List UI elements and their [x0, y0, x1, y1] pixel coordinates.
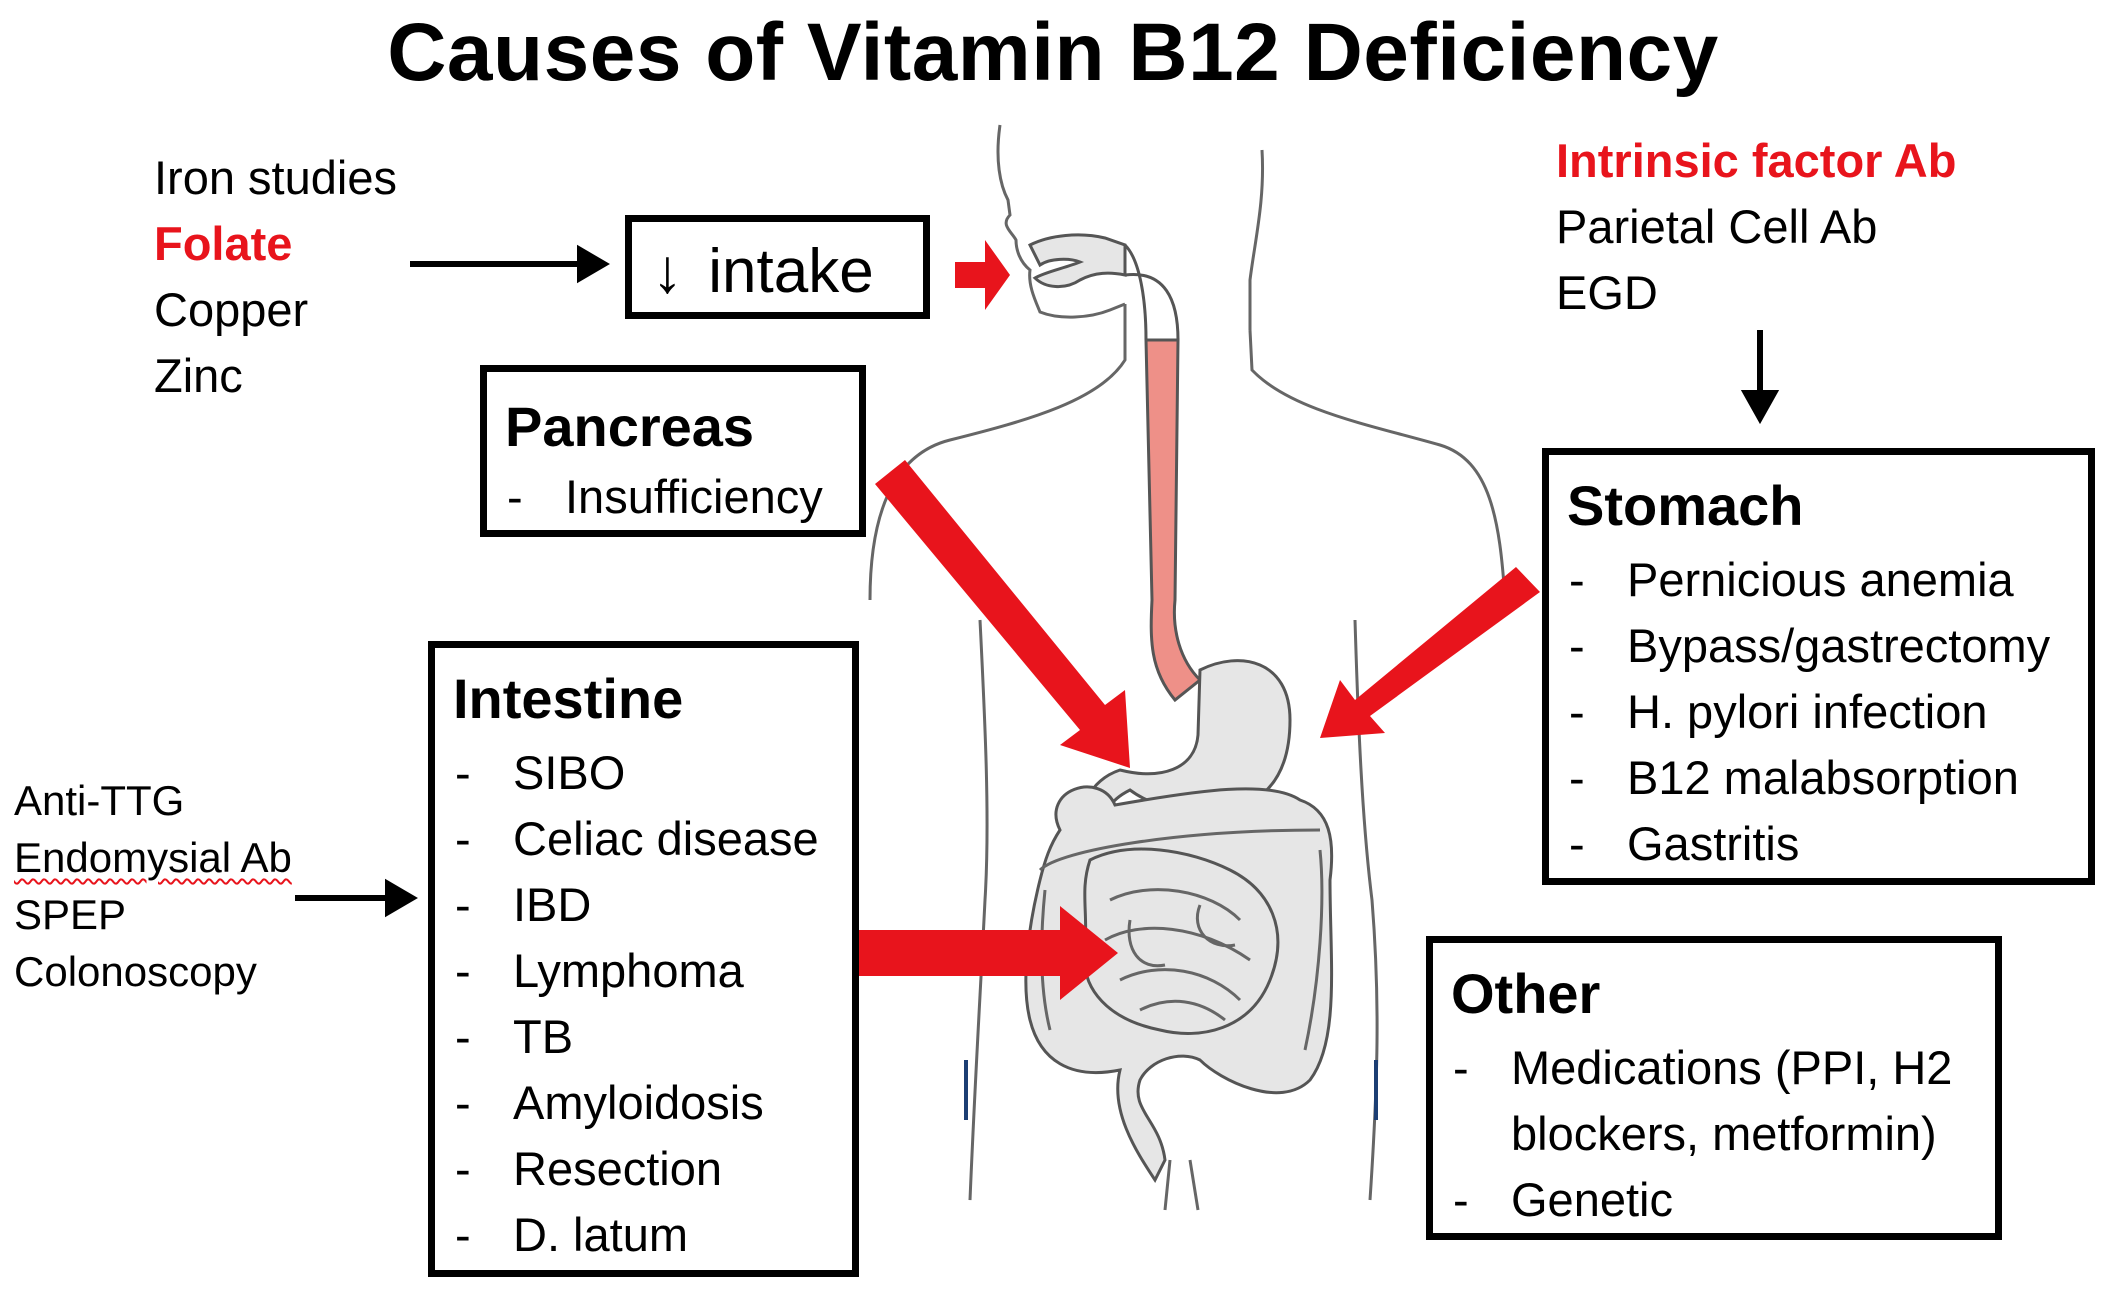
test-parietal-cell-ab: Parietal Cell Ab [1556, 200, 1878, 253]
red-arrow-mouth [955, 240, 1010, 310]
red-arrow-stomach [1320, 567, 1540, 738]
test-intrinsic-factor-ab: Intrinsic factor Ab [1556, 134, 1957, 187]
intestine-tests-list: Anti-TTG Endomysial Ab SPEP Colonoscopy [14, 772, 292, 1000]
down-arrow-icon: ↓ [652, 237, 683, 306]
other-heading: Other [1451, 962, 1601, 1025]
red-arrow-intestine [858, 906, 1118, 1000]
pancreas-heading: Pancreas [505, 395, 755, 458]
stomach-heading: Stomach [1567, 474, 1804, 537]
test-endomysial-ab: Endomysial Ab [14, 834, 292, 881]
pancreas-item: - Insufficiency [507, 464, 857, 530]
test-copper: Copper [154, 283, 309, 336]
test-colonoscopy: Colonoscopy [14, 948, 257, 995]
left-wrist-mark [964, 1060, 968, 1120]
test-folate: Folate [154, 217, 293, 270]
pancreas-box: Pancreas - Insufficiency [480, 365, 866, 537]
pancreas-item-label: Insufficiency [565, 470, 823, 523]
page-title: Causes of Vitamin B12 Deficiency [387, 7, 1719, 98]
test-zinc: Zinc [154, 349, 243, 402]
intestine-heading: Intestine [453, 667, 684, 730]
test-spep: SPEP [14, 891, 127, 938]
intake-box: ↓ intake [625, 215, 930, 319]
test-iron-studies: Iron studies [154, 151, 397, 204]
red-arrow-pancreas [875, 460, 1130, 768]
black-arrow-intake [410, 244, 610, 284]
stomach-box: Stomach -Pernicious anemia -Bypass/gastr… [1542, 448, 2095, 885]
stomach-tests-list: Intrinsic factor Ab Parietal Cell Ab EGD [1556, 128, 1956, 326]
red-arrows [858, 240, 1540, 1000]
intake-tests-list: Iron studies Folate Copper Zinc [154, 145, 397, 409]
test-egd: EGD [1556, 266, 1658, 319]
black-arrow-intestine-tests [295, 878, 418, 918]
right-wrist-mark [1374, 1060, 1378, 1120]
bullet-dash: - [507, 470, 523, 523]
intestine-box: Intestine -SIBO -Celiac disease -IBD -Ly… [428, 641, 859, 1277]
intake-label: intake [708, 237, 874, 306]
test-anti-ttg: Anti-TTG [14, 777, 185, 824]
other-box: Other -Medications (PPI, H2 blockers, me… [1426, 936, 2002, 1240]
esophagus [1144, 338, 1203, 703]
oral-cavity [1027, 233, 1127, 288]
black-arrow-stomach-tests [1740, 330, 1780, 425]
